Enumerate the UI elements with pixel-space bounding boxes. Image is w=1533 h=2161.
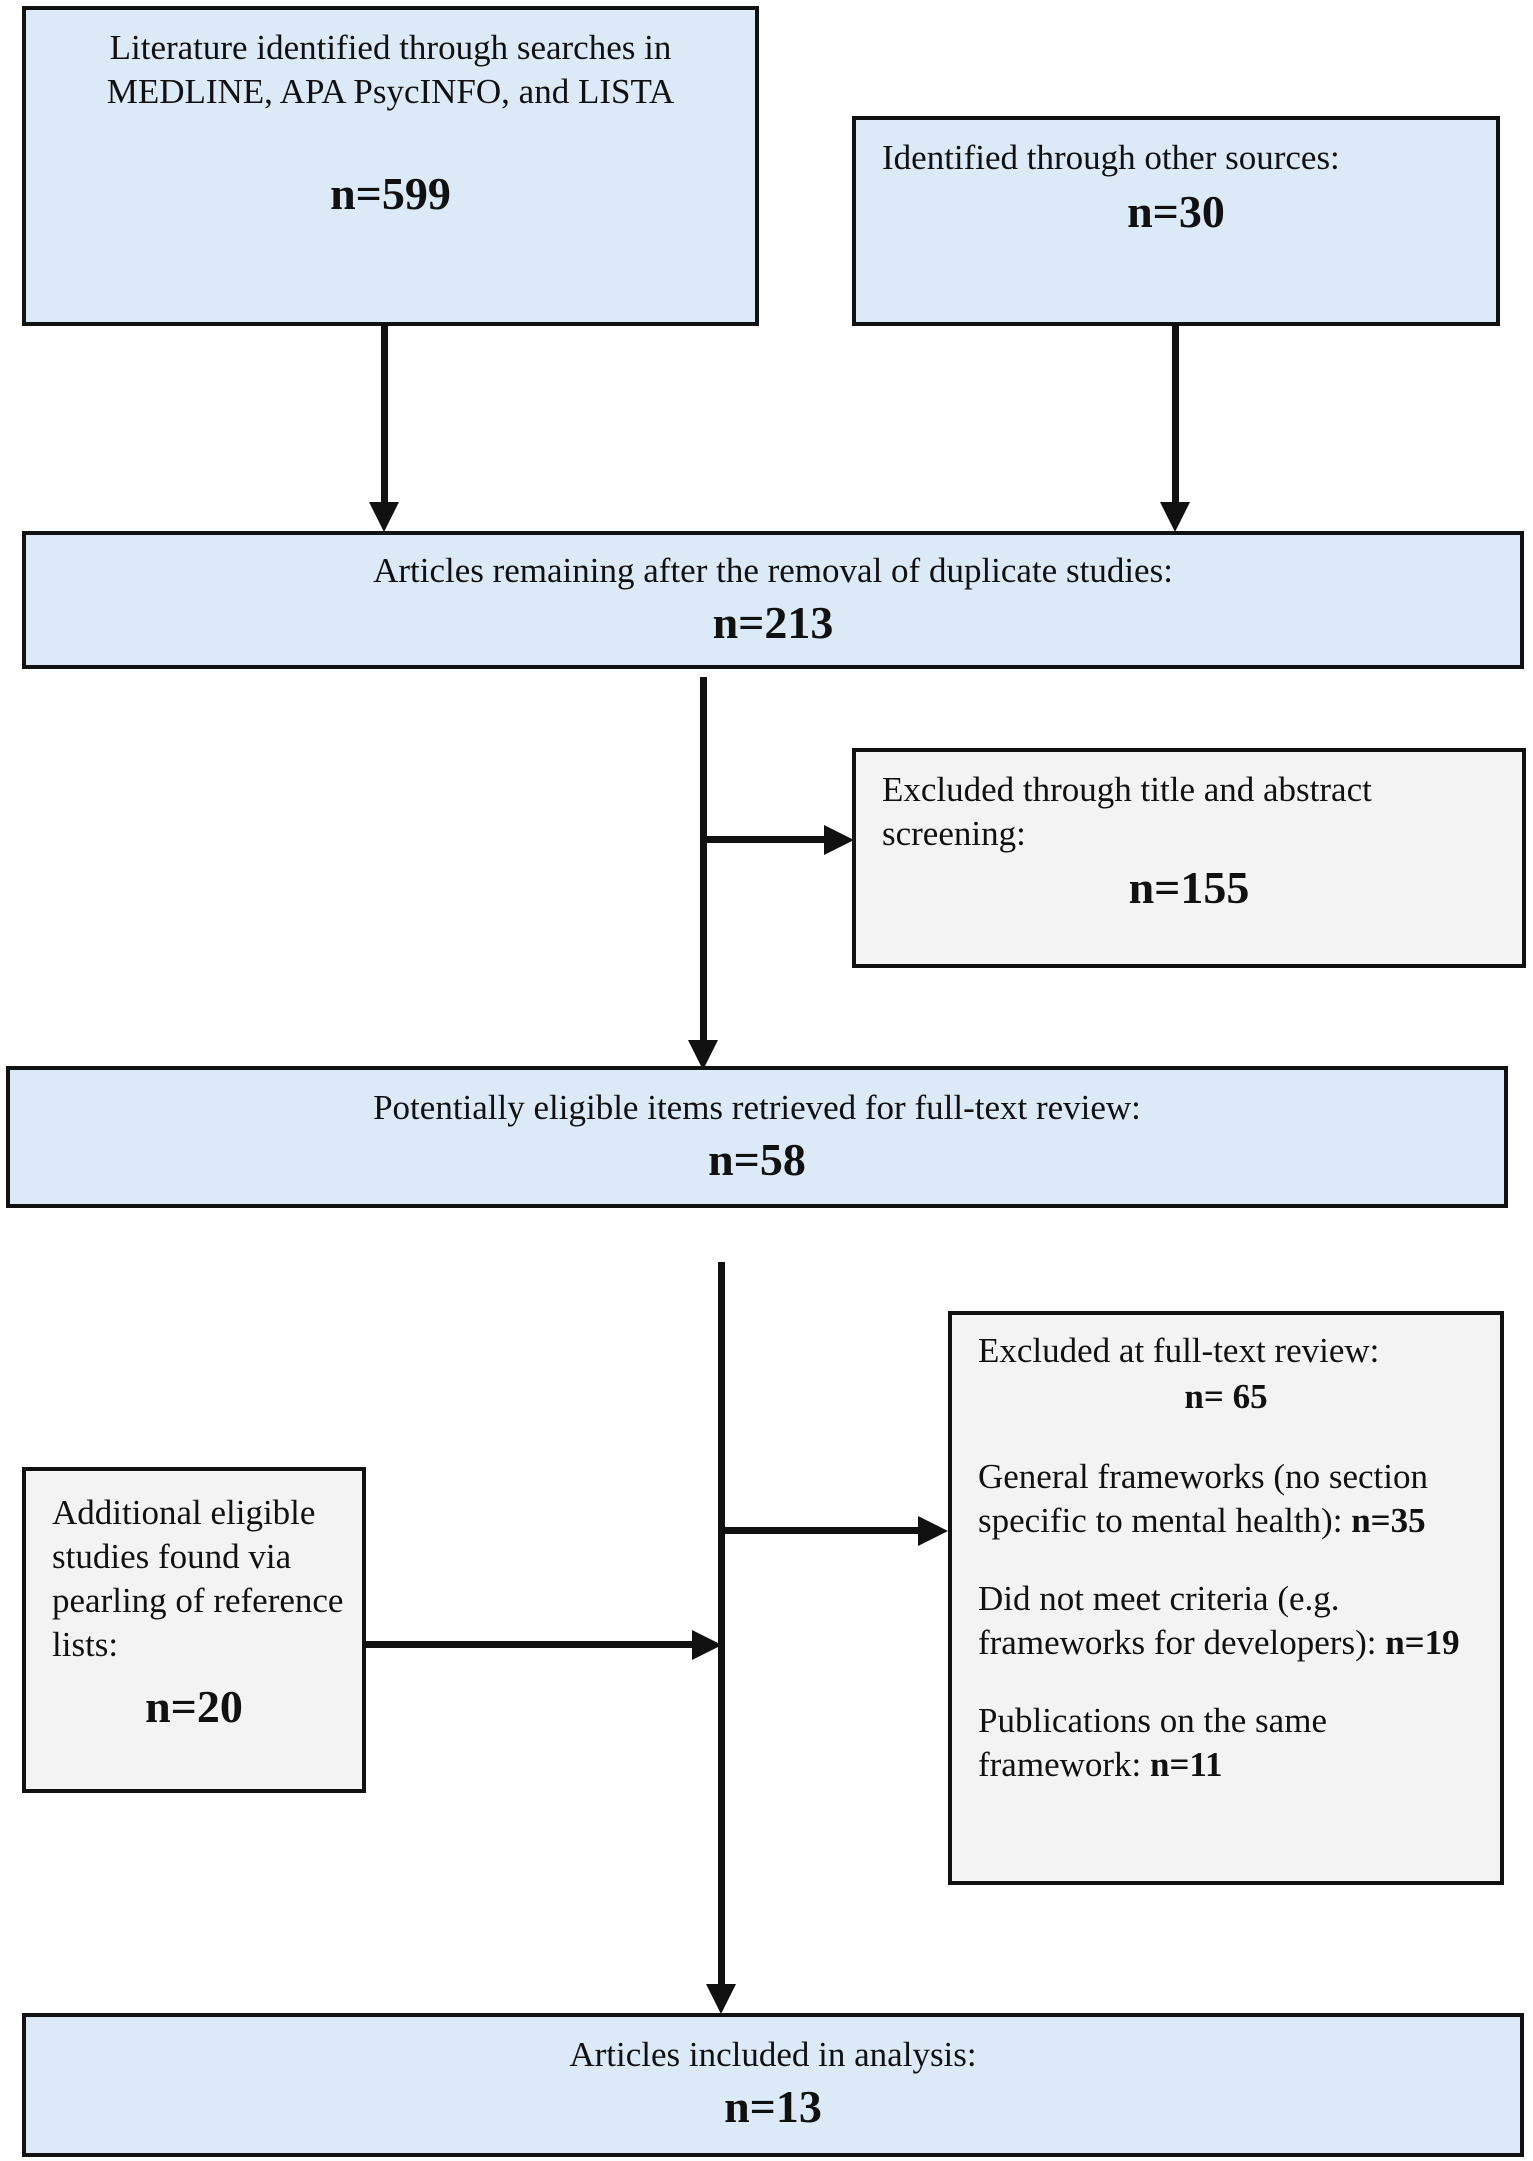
excluded-screening-box: Excluded through title and abstract scre… [852,748,1526,968]
dedup-label: Articles remaining after the removal of … [373,551,1173,590]
exclusion-reason-same-framework: Publications on the same framework: n=11 [978,1701,1327,1784]
excluded-fulltext-count: n= 65 [1184,1377,1268,1416]
other-sources-count: n=30 [1127,186,1225,237]
search-sources-label: Literature identified through searches i… [106,28,675,111]
exclusion-reason-general: General frameworks (no section specific … [978,1457,1428,1540]
branch-to-fulltext-exclusion-line [718,1527,920,1534]
pearling-label: Additional eligible studies found via pe… [52,1493,344,1664]
search-sources-box: Literature identified through searches i… [22,6,759,326]
included-label: Articles included in analysis: [569,2035,977,2074]
pearling-count: n=20 [145,1681,243,1732]
dedup-to-fulltext-arrowhead [688,1040,718,1070]
branch-to-fulltext-exclusion-arrowhead [918,1516,948,1546]
exclusion-reason-criteria: Did not meet criteria (e.g. frameworks f… [978,1579,1460,1662]
included-box: Articles included in analysis: n=13 [22,2013,1524,2157]
pearling-to-main-arrowhead [692,1630,722,1660]
excluded-screening-count: n=155 [1128,862,1250,913]
fulltext-count: n=58 [708,1134,806,1185]
pearling-to-main-line [364,1641,694,1648]
dedup-box: Articles remaining after the removal of … [22,531,1524,669]
other-to-dedup-line [1172,326,1179,504]
search-to-dedup-arrowhead [369,502,399,532]
other-to-dedup-arrowhead [1160,502,1190,532]
included-count: n=13 [724,2081,822,2132]
dedup-count: n=213 [712,597,834,648]
fulltext-label: Potentially eligible items retrieved for… [373,1088,1141,1127]
branch-to-screening-line [700,836,826,843]
pearling-box: Additional eligible studies found via pe… [22,1467,366,1793]
other-sources-box: Identified through other sources: n=30 [852,116,1500,326]
search-sources-count: n=599 [330,168,451,219]
fulltext-to-included-arrowhead [706,1984,736,2014]
search-to-dedup-line [381,326,388,504]
excluded-fulltext-box: Excluded at full-text review: n= 65 Gene… [948,1311,1504,1885]
fulltext-to-included-line [718,1262,725,1987]
other-sources-label: Identified through other sources: [882,138,1340,177]
branch-to-screening-arrowhead [824,825,854,855]
fulltext-box: Potentially eligible items retrieved for… [6,1066,1508,1208]
excluded-fulltext-label: Excluded at full-text review: [978,1331,1380,1370]
excluded-screening-label: Excluded through title and abstract scre… [882,770,1372,853]
dedup-to-fulltext-line [700,677,707,1054]
